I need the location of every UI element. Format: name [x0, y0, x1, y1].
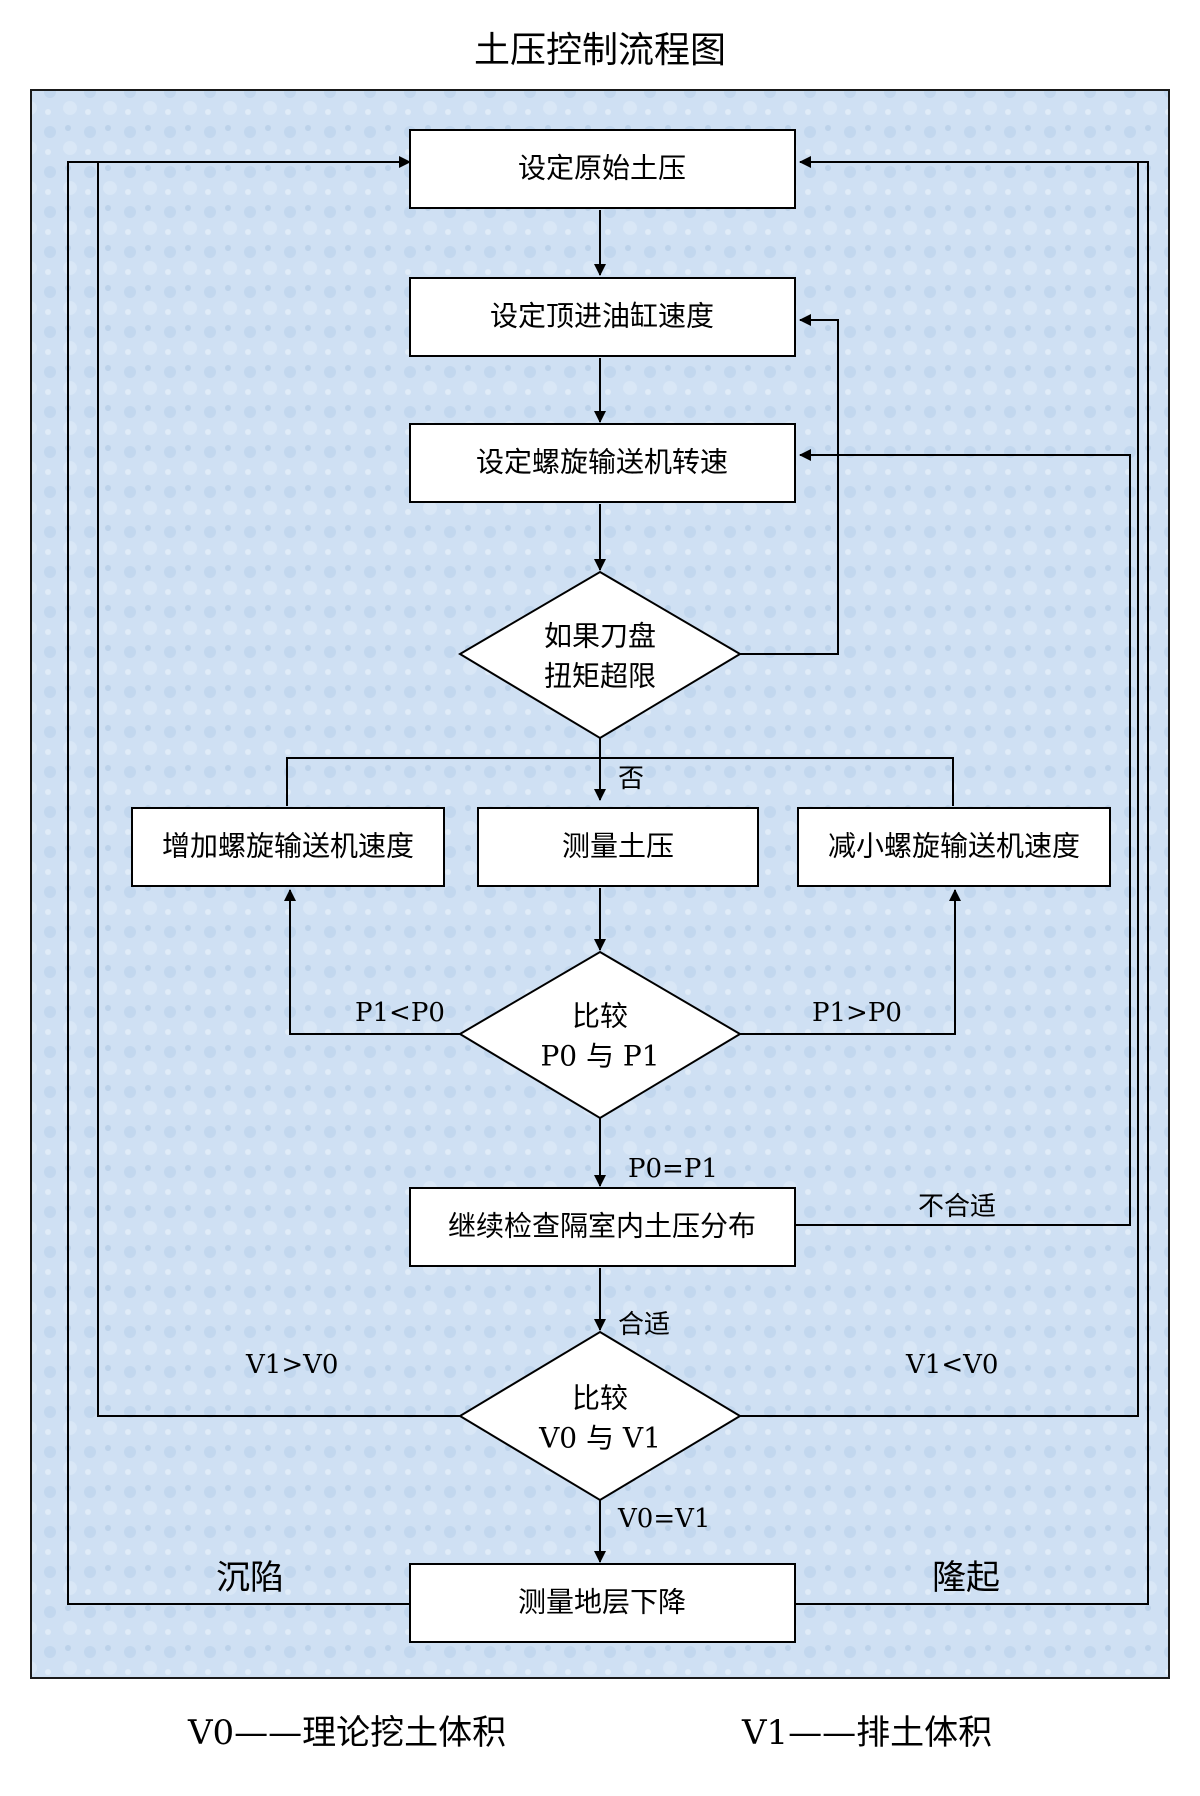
decision-compare-p — [458, 950, 742, 1120]
label-v1-lt-v0: V1<V0 — [905, 1350, 998, 1380]
node-check-distribution — [409, 1187, 796, 1267]
decision-compare-v-line2: V0 与 V1 — [538, 1422, 661, 1455]
decision-compare-p-line2: P0 与 P1 — [540, 1040, 659, 1073]
node-set-original-pressure-label: 设定原始土压 — [518, 152, 686, 185]
label-p0-eq-p1: P0=P1 — [628, 1154, 718, 1184]
node-measure-pressure — [477, 807, 759, 887]
node-decrease-screw-speed — [797, 807, 1111, 887]
connector-subsidence — [67, 161, 410, 1605]
arrow-p1-gt-p0 — [740, 889, 961, 1035]
label-no: 否 — [618, 764, 644, 794]
legend-v0: V0——理论挖土体积 — [187, 1713, 506, 1753]
arrow-v1-gt-v0 — [97, 156, 460, 1417]
label-p1-gt-p0: P1>P0 — [812, 998, 902, 1028]
decision-torque-line2: 扭矩超限 — [544, 660, 656, 693]
node-measure-ground-label: 测量地层下降 — [518, 1586, 686, 1619]
node-set-screw-speed — [409, 423, 796, 503]
node-set-screw-speed-label: 设定螺旋输送机转速 — [476, 446, 728, 479]
decision-compare-p-line1: 比较 — [572, 1000, 628, 1033]
node-decrease-screw-speed-label: 减小螺旋输送机速度 — [828, 830, 1080, 863]
label-v0-eq-v1: V0=V1 — [617, 1504, 710, 1534]
node-measure-pressure-label: 测量土压 — [562, 830, 674, 863]
connector-side-bar — [286, 757, 954, 806]
label-heave: 隆起 — [932, 1558, 1000, 1598]
decision-compare-v-line1: 比较 — [572, 1382, 628, 1415]
label-subsidence: 沉陷 — [216, 1558, 284, 1598]
decision-torque-line1: 如果刀盘 — [544, 620, 656, 653]
node-check-distribution-label: 继续检查隔室内土压分布 — [448, 1210, 756, 1243]
decision-torque-exceeded — [458, 570, 742, 740]
node-set-original-pressure — [409, 129, 796, 209]
label-suitable: 合适 — [618, 1310, 670, 1340]
node-set-cylinder-speed — [409, 277, 796, 357]
legend-v1: V1——排土体积 — [741, 1713, 992, 1753]
arrow-not-suitable — [795, 449, 1131, 1226]
arrow-torque-exceeded-loop — [738, 314, 839, 655]
node-set-cylinder-speed-label: 设定顶进油缸速度 — [490, 300, 714, 333]
label-v1-gt-v0: V1>V0 — [245, 1350, 338, 1380]
arrow-p1-lt-p0 — [284, 889, 460, 1035]
decision-compare-v — [458, 1330, 742, 1502]
arrow-v1-lt-v0 — [740, 156, 1139, 1417]
label-p1-lt-p0: P1<P0 — [355, 998, 445, 1028]
label-not-suitable: 不合适 — [918, 1192, 996, 1222]
diagram-title: 土压控制流程图 — [474, 30, 726, 71]
node-increase-screw-speed — [131, 807, 445, 887]
node-measure-ground — [409, 1563, 796, 1643]
node-increase-screw-speed-label: 增加螺旋输送机速度 — [162, 830, 414, 863]
connector-heave — [790, 161, 1149, 1605]
